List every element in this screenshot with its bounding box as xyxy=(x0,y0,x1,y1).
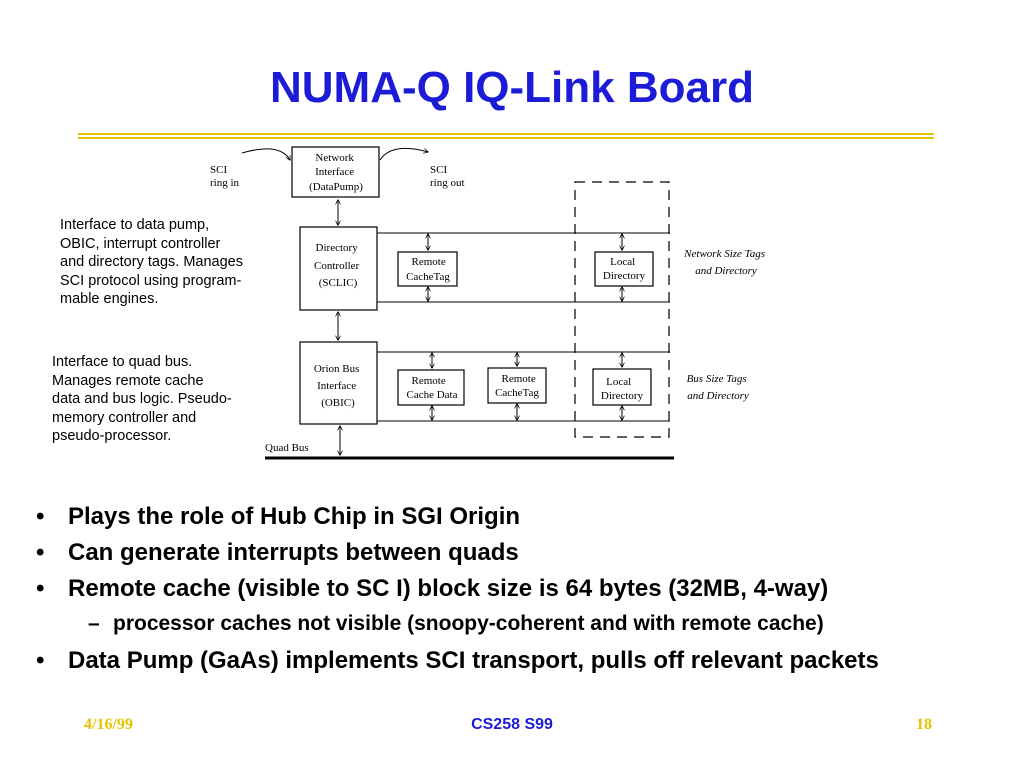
orion-bus-interface-label: Orion Bus Interface (OBIC) xyxy=(314,363,362,409)
local-directory-bottom-box xyxy=(592,368,652,406)
local-directory-bottom-label: Local Directory xyxy=(601,376,644,402)
remote-cache-data-box xyxy=(397,369,465,406)
sub-bullet-text: processor caches not visible (snoopy-coh… xyxy=(113,612,824,635)
sci-in-label: SCI ring in xyxy=(210,164,240,189)
bullet-glyph: • xyxy=(36,539,45,566)
sub-bullet-glyph: – xyxy=(88,612,100,635)
remote-cache-data-label: Remote Cache Data xyxy=(407,375,458,401)
remote-cachetag-bottom-box xyxy=(487,367,547,404)
remote-cachetag-top-box xyxy=(397,251,458,287)
slide-title: NUMA-Q IQ-Link Board xyxy=(270,63,754,112)
bullet-item: • Can generate interrupts between quads xyxy=(30,539,1020,567)
directory-controller-box xyxy=(299,226,378,311)
local-directory-top-label: Local Directory xyxy=(603,256,646,282)
footer-page-number: 18 xyxy=(916,716,932,733)
dashed-directory-enclosure xyxy=(574,181,670,438)
bullet-item: • Data Pump (GaAs) implements SCI transp… xyxy=(30,647,1020,674)
bullet-text: Plays the role of Hub Chip in SGI Origin xyxy=(68,503,521,530)
orion-bus-interface-box xyxy=(299,341,378,425)
sci-out-label: SCI ring out xyxy=(430,164,465,189)
bullet-item: • Remote cache (visible to SC I) block s… xyxy=(30,575,1020,603)
sci-ring-in-curve xyxy=(241,148,290,160)
sub-bullet-item: – processor caches not visible (snoopy-c… xyxy=(30,611,1020,637)
bullet-text: Can generate interrupts between quads xyxy=(68,539,519,566)
sclic-description: Interface to data pump, OBIC, interrupt … xyxy=(60,217,243,307)
bullet-item: • Plays the role of Hub Chip in SGI Orig… xyxy=(30,503,1020,531)
footer-date: 4/16/99 xyxy=(84,716,133,733)
obic-description: Interface to quad bus. Manages remote ca… xyxy=(52,354,232,444)
bullet-text: Data Pump (GaAs) implements SCI transpor… xyxy=(68,647,879,674)
network-size-tags-label: Network Size Tags and Directory xyxy=(683,248,768,277)
quad-bus-label: Quad Bus xyxy=(265,442,309,454)
network-interface-label: Network Interface (DataPump) xyxy=(309,152,363,193)
bullet-text: Remote cache (visible to SC I) block siz… xyxy=(68,575,829,602)
bus-size-tags-label: Bus Size Tags and Directory xyxy=(687,373,750,402)
directory-controller-label: Directory Controller (SCLIC) xyxy=(314,242,362,289)
footer-course: CS258 S99 xyxy=(471,716,553,733)
bullet-list: • Plays the role of Hub Chip in SGI Orig… xyxy=(30,503,1020,679)
title-rule xyxy=(78,133,934,135)
bullet-glyph: • xyxy=(36,575,45,602)
local-directory-top-box xyxy=(594,251,654,287)
bullet-glyph: • xyxy=(36,647,45,674)
remote-cachetag-top-label: Remote CacheTag xyxy=(406,256,450,283)
sci-ring-out-curve xyxy=(379,147,428,161)
network-interface-box xyxy=(291,146,380,198)
title-rule-2 xyxy=(78,137,934,139)
remote-cachetag-bottom-label: Remote CacheTag xyxy=(495,373,539,399)
bullet-glyph: • xyxy=(36,503,45,530)
